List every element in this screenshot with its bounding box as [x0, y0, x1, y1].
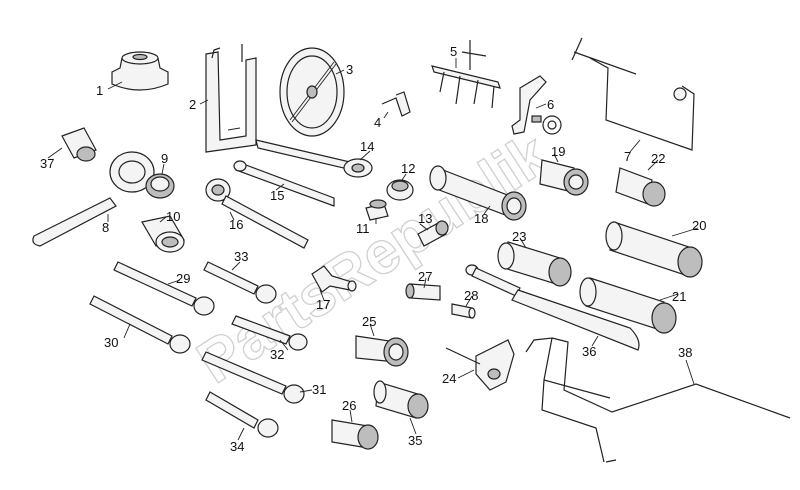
part-label-8: 8 [102, 220, 109, 235]
part-label-2: 2 [189, 97, 196, 112]
part-label-6: 6 [547, 97, 554, 112]
part-37-drawing [61, 127, 97, 162]
part-label-10: 10 [166, 209, 180, 224]
part-label-27: 27 [418, 269, 432, 284]
part-label-24: 24 [442, 371, 456, 386]
part-7-drawing [571, 37, 695, 151]
part-number-labels: 1 2 3 4 5 6 7 8 9 10 11 12 13 14 15 16 1… [40, 44, 706, 454]
part-label-15: 15 [270, 188, 284, 203]
part-31-drawing [201, 351, 305, 404]
part-30-drawing [89, 295, 191, 354]
part-label-37: 37 [40, 156, 54, 171]
part-label-14: 14 [360, 139, 374, 154]
part-14-drawing [255, 139, 373, 178]
part-label-16: 16 [229, 217, 243, 232]
part-13-drawing [417, 220, 449, 247]
part-22-drawing [615, 167, 666, 207]
part-label-29: 29 [176, 271, 190, 286]
part-29-drawing [113, 261, 215, 316]
part-label-5: 5 [450, 44, 457, 59]
part-11-drawing [365, 199, 389, 221]
part-36-drawing [465, 264, 640, 351]
part-2-drawing [205, 44, 257, 153]
part-label-11: 11 [356, 221, 370, 236]
part-label-36: 36 [582, 344, 596, 359]
part-label-17: 17 [316, 297, 330, 312]
part-label-30: 30 [104, 335, 118, 350]
part-6-drawing [511, 75, 562, 135]
part-23-drawing [497, 241, 572, 287]
part-label-25: 25 [362, 314, 376, 329]
part-8-drawing [32, 151, 155, 247]
part-17-drawing [311, 265, 357, 293]
part-24-drawing [445, 339, 515, 391]
part-35-drawing [373, 380, 429, 419]
part-label-26: 26 [342, 398, 356, 413]
part-label-19: 19 [551, 144, 565, 159]
part-1-drawing [111, 51, 169, 91]
part-33-drawing [203, 261, 277, 304]
parts-artwork [32, 37, 791, 463]
part-label-18: 18 [474, 211, 488, 226]
part-12-drawing [386, 179, 414, 201]
part-label-21: 21 [672, 289, 686, 304]
part-32-drawing [231, 315, 308, 351]
part-label-35: 35 [408, 433, 422, 448]
part-3-drawing [279, 47, 345, 137]
part-21-drawing [579, 277, 677, 334]
part-label-32: 32 [270, 347, 284, 362]
part-label-22: 22 [651, 151, 665, 166]
part-label-13: 13 [418, 211, 432, 226]
part-10-drawing [141, 215, 185, 253]
part-label-33: 33 [234, 249, 248, 264]
part-label-12: 12 [401, 161, 415, 176]
part-label-3: 3 [346, 62, 353, 77]
part-label-38: 38 [678, 345, 692, 360]
part-16-drawing [205, 178, 309, 249]
leader-lines [47, 58, 699, 441]
part-25-drawing [355, 335, 409, 367]
part-label-9: 9 [161, 151, 168, 166]
part-4-drawing [381, 91, 411, 117]
part-15-drawing [233, 160, 335, 207]
part-label-1: 1 [96, 83, 103, 98]
part-label-7: 7 [624, 149, 631, 164]
part-label-23: 23 [512, 229, 526, 244]
part-label-4: 4 [374, 115, 381, 130]
part-5-drawing [431, 40, 501, 109]
part-38-drawing [525, 337, 791, 463]
part-label-20: 20 [692, 218, 706, 233]
part-28-drawing [451, 303, 476, 319]
part-label-31: 31 [312, 382, 326, 397]
part-18-drawing [429, 165, 527, 221]
part-label-34: 34 [230, 439, 244, 454]
part-26-drawing [331, 419, 379, 450]
part-20-drawing [605, 221, 703, 278]
part-27-drawing [405, 283, 441, 301]
part-19-drawing [539, 159, 589, 196]
part-34-drawing [205, 391, 279, 438]
part-label-28: 28 [464, 288, 478, 303]
part-9-drawing [145, 173, 175, 199]
